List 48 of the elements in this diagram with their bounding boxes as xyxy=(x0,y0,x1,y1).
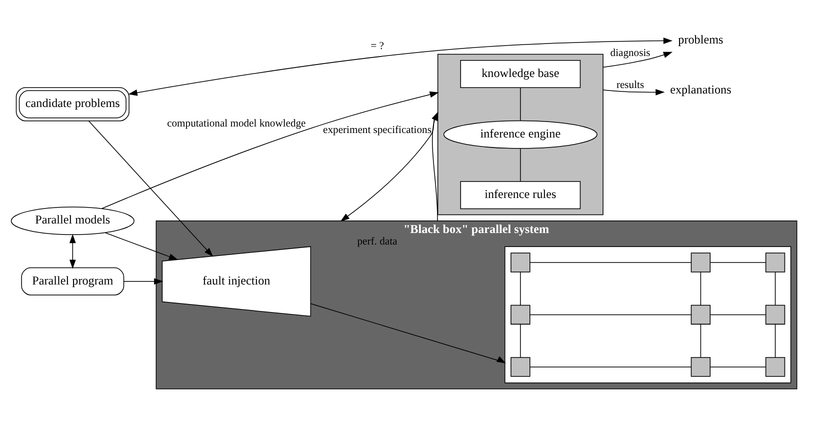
edge-label: results xyxy=(616,79,644,90)
node-ellipse: inference engine xyxy=(443,120,598,148)
node-box: inference rules xyxy=(460,180,581,209)
node-box xyxy=(690,304,711,324)
node-box xyxy=(765,356,786,376)
edge-label: perf. data xyxy=(357,236,398,247)
connector xyxy=(774,271,776,305)
edge-label: experiment specifications xyxy=(323,124,432,136)
connector xyxy=(520,324,521,358)
connector xyxy=(700,324,702,358)
node-box xyxy=(510,304,530,324)
arrow xyxy=(432,111,438,221)
node-text: problems xyxy=(678,32,724,46)
arrow xyxy=(340,112,438,221)
node-box xyxy=(765,304,786,324)
connector xyxy=(700,271,702,305)
arrow xyxy=(88,120,214,256)
arrow xyxy=(602,51,673,68)
node-text: explanations xyxy=(670,82,732,96)
arrow xyxy=(123,278,164,284)
node-box xyxy=(690,252,711,272)
connector xyxy=(520,271,521,305)
edge-label: = ? xyxy=(370,40,384,52)
node-ellipse: Parallel models xyxy=(10,206,134,235)
connector xyxy=(530,366,692,367)
connector xyxy=(710,366,766,367)
connector xyxy=(520,86,521,120)
connector xyxy=(774,324,776,358)
arrow xyxy=(102,90,439,208)
arrow xyxy=(602,88,665,95)
arrow xyxy=(104,232,178,260)
arrow xyxy=(310,302,506,363)
edge-label: diagnosis xyxy=(610,47,650,58)
node-box: knowledge base xyxy=(460,59,581,88)
node-box: Parallel program xyxy=(21,266,124,295)
cluster xyxy=(437,53,604,215)
node-box xyxy=(510,252,530,272)
cluster xyxy=(504,246,792,383)
arrow xyxy=(128,37,672,96)
connector xyxy=(520,148,521,182)
arrow xyxy=(69,233,76,268)
node-box xyxy=(690,356,711,376)
node-box xyxy=(510,356,530,376)
node-box: candidate problems xyxy=(16,86,130,121)
edge-label: computational model knowledge xyxy=(167,118,306,129)
node-box xyxy=(765,252,786,272)
connector xyxy=(710,314,766,315)
connector xyxy=(530,314,692,315)
